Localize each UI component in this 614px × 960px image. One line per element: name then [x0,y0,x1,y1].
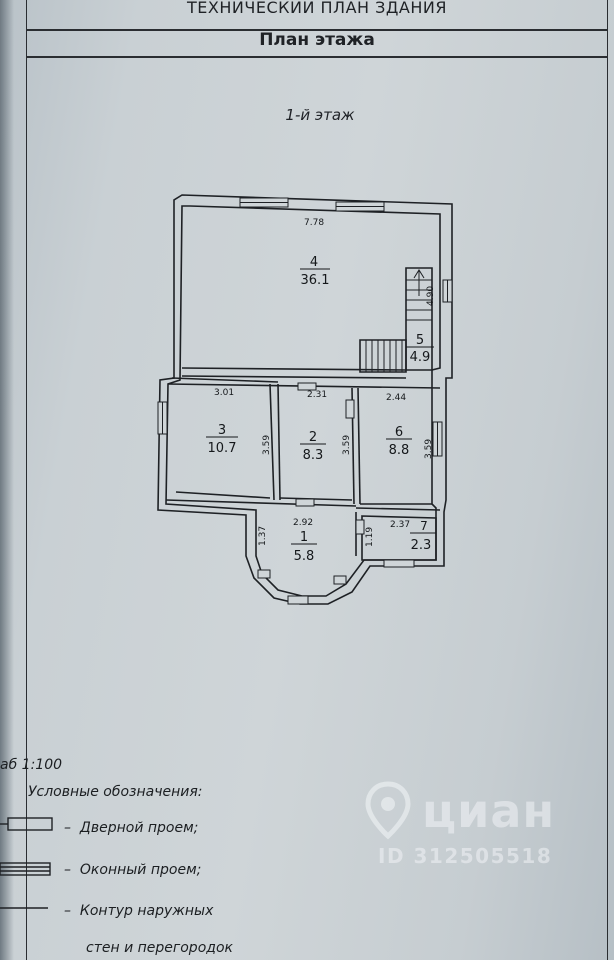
document-frame [26,0,608,960]
header-divider-top [26,29,608,31]
room-6-label: 68.8 [386,425,412,458]
door-opening-symbol-icon [0,817,53,831]
dim-room1-depth: 1.37 [258,526,268,546]
legend-item-label: Оконный проем; [79,862,202,878]
dim-room3-depth: 3.59 [262,435,272,455]
dim-room7-depth: 1.19 [365,527,375,547]
legend-item-label: Контур наружных [79,903,214,919]
room-area: 4.9 [410,350,431,365]
room-number: 2 [309,430,317,445]
dim-room2-width: 2.31 [307,390,327,400]
document-title: ТЕХНИЧЕСКИЙ ПЛАН ЗДАНИЯ [187,0,447,17]
room-number: 4 [310,255,318,270]
room-labels: 436.1 54.9 310.7 28.3 68.8 15.8 72.3 [206,255,436,564]
page-edge-shadow [0,0,14,960]
room-area: 8.3 [303,448,324,463]
dimension-labels: 7.78 4.90 3.01 2.31 2.44 3.59 3.59 3.59 … [214,218,436,547]
door-openings [295,382,365,535]
header-divider-bottom [26,56,608,58]
stair-treads [365,269,432,372]
dim-room2-depth: 3.59 [342,435,352,455]
room-2-label: 28.3 [300,430,326,463]
room-area: 10.7 [208,441,237,456]
room-number: 3 [218,423,226,438]
room-4-label: 436.1 [300,255,330,288]
drawing-scale: аб 1:100 [0,757,63,773]
room-1-label: 15.8 [291,530,317,564]
room-area: 2.3 [411,538,432,553]
room-number: 1 [300,530,308,545]
map-pin-logo-icon [365,781,411,840]
window-opening-symbol-icon [0,862,51,876]
legend-door-label: – Дверной проем; [64,820,199,836]
dim-room1-width: 2.92 [293,518,313,528]
dim-top-width: 7.78 [304,218,324,228]
document-subtitle: План этажа [259,30,375,50]
legend-window-label: – Оконный проем; [64,862,202,878]
room-number: 6 [395,425,403,440]
room-area: 5.8 [294,549,315,564]
window-openings [157,197,453,605]
room-area: 8.8 [389,443,410,458]
legend-symbols [0,817,53,909]
legend-wall-label: – Контур наружных [64,903,214,919]
watermark-id: ID 312505518 [378,844,553,868]
room-area: 36.1 [301,273,330,288]
room-5-label: 54.9 [406,333,434,365]
legend-wall-continuation: стен и перегородок [86,940,233,956]
dim-room6-width: 2.44 [386,393,406,403]
legend-title: Условные обозначения: [28,784,203,800]
room-number: 7 [420,519,428,533]
dim-room6-depth: 3.59 [424,439,434,459]
dim-room3-width: 3.01 [214,388,234,398]
floor-name: 1-й этаж [285,106,355,124]
legend-item-label: Дверной проем; [79,820,199,836]
room-3-label: 310.7 [206,423,238,456]
room-7-label: 72.3 [410,519,436,553]
watermark-brand: циан [422,784,556,838]
room-number: 5 [416,333,424,348]
dim-stair-length: 4.90 [426,286,436,306]
dim-room7-width: 2.37 [390,520,410,530]
